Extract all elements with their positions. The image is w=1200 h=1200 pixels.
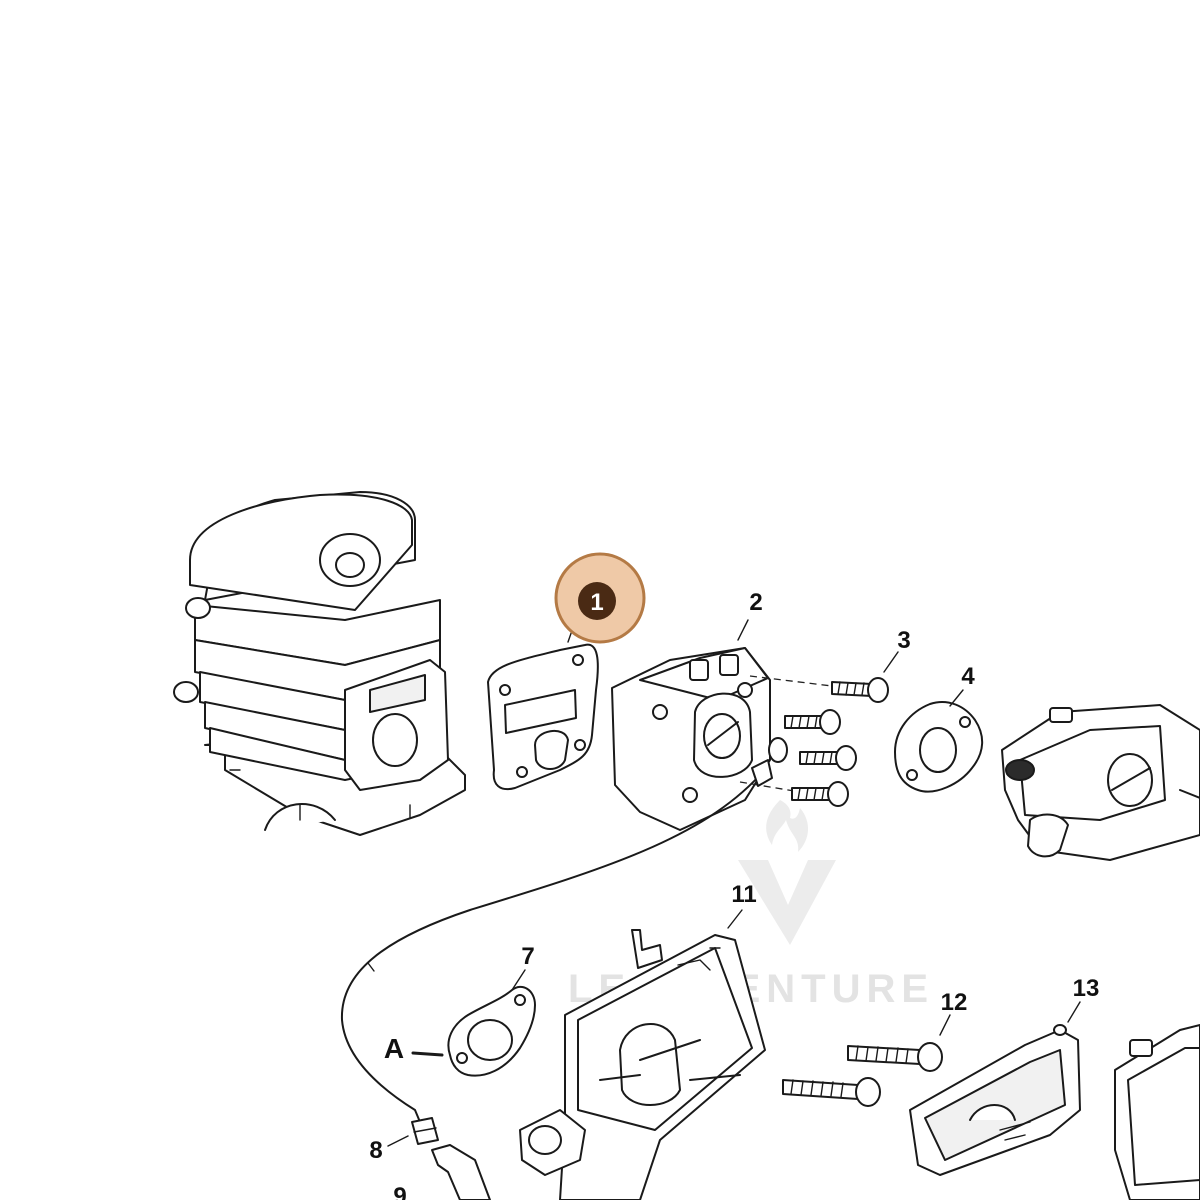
gasket-part-7 <box>447 985 536 1077</box>
intake-manifold-part-2 <box>611 647 771 831</box>
callout-label-2[interactable]: 2 <box>749 589 762 616</box>
callout-label-3[interactable]: 3 <box>897 627 910 654</box>
callout-highlight-1[interactable]: 1 <box>554 552 646 644</box>
callout-label-13[interactable]: 13 <box>1073 975 1100 1002</box>
impulse-hose <box>340 737 788 1123</box>
callout-highlight-1-label: 1 <box>590 589 603 616</box>
connector-part-8 <box>411 1117 439 1145</box>
callout-label-12[interactable]: 12 <box>941 989 968 1016</box>
screw-part-3 <box>784 677 889 807</box>
watermark-logo-icon <box>738 800 836 945</box>
air-filter-base-part-11 <box>519 929 766 1200</box>
callout-label-4[interactable]: 4 <box>961 663 975 690</box>
callout-label-9[interactable]: 9 <box>393 1183 406 1200</box>
cylinder-part <box>173 491 466 836</box>
gasket-part-1 <box>487 643 599 790</box>
air-filter-cover-part <box>1114 1024 1200 1200</box>
cover-part-13 <box>909 1024 1081 1176</box>
bracket-part-9 <box>431 1144 491 1200</box>
carburetor-part <box>1001 704 1200 861</box>
callout-label-8[interactable]: 8 <box>369 1137 382 1164</box>
gasket-part-4 <box>894 701 984 793</box>
callout-label-11[interactable]: 11 <box>731 881 756 908</box>
screw-part-12 <box>782 1042 943 1107</box>
callout-label-7[interactable]: 7 <box>521 943 534 970</box>
reference-label-a[interactable]: A <box>384 1033 404 1064</box>
